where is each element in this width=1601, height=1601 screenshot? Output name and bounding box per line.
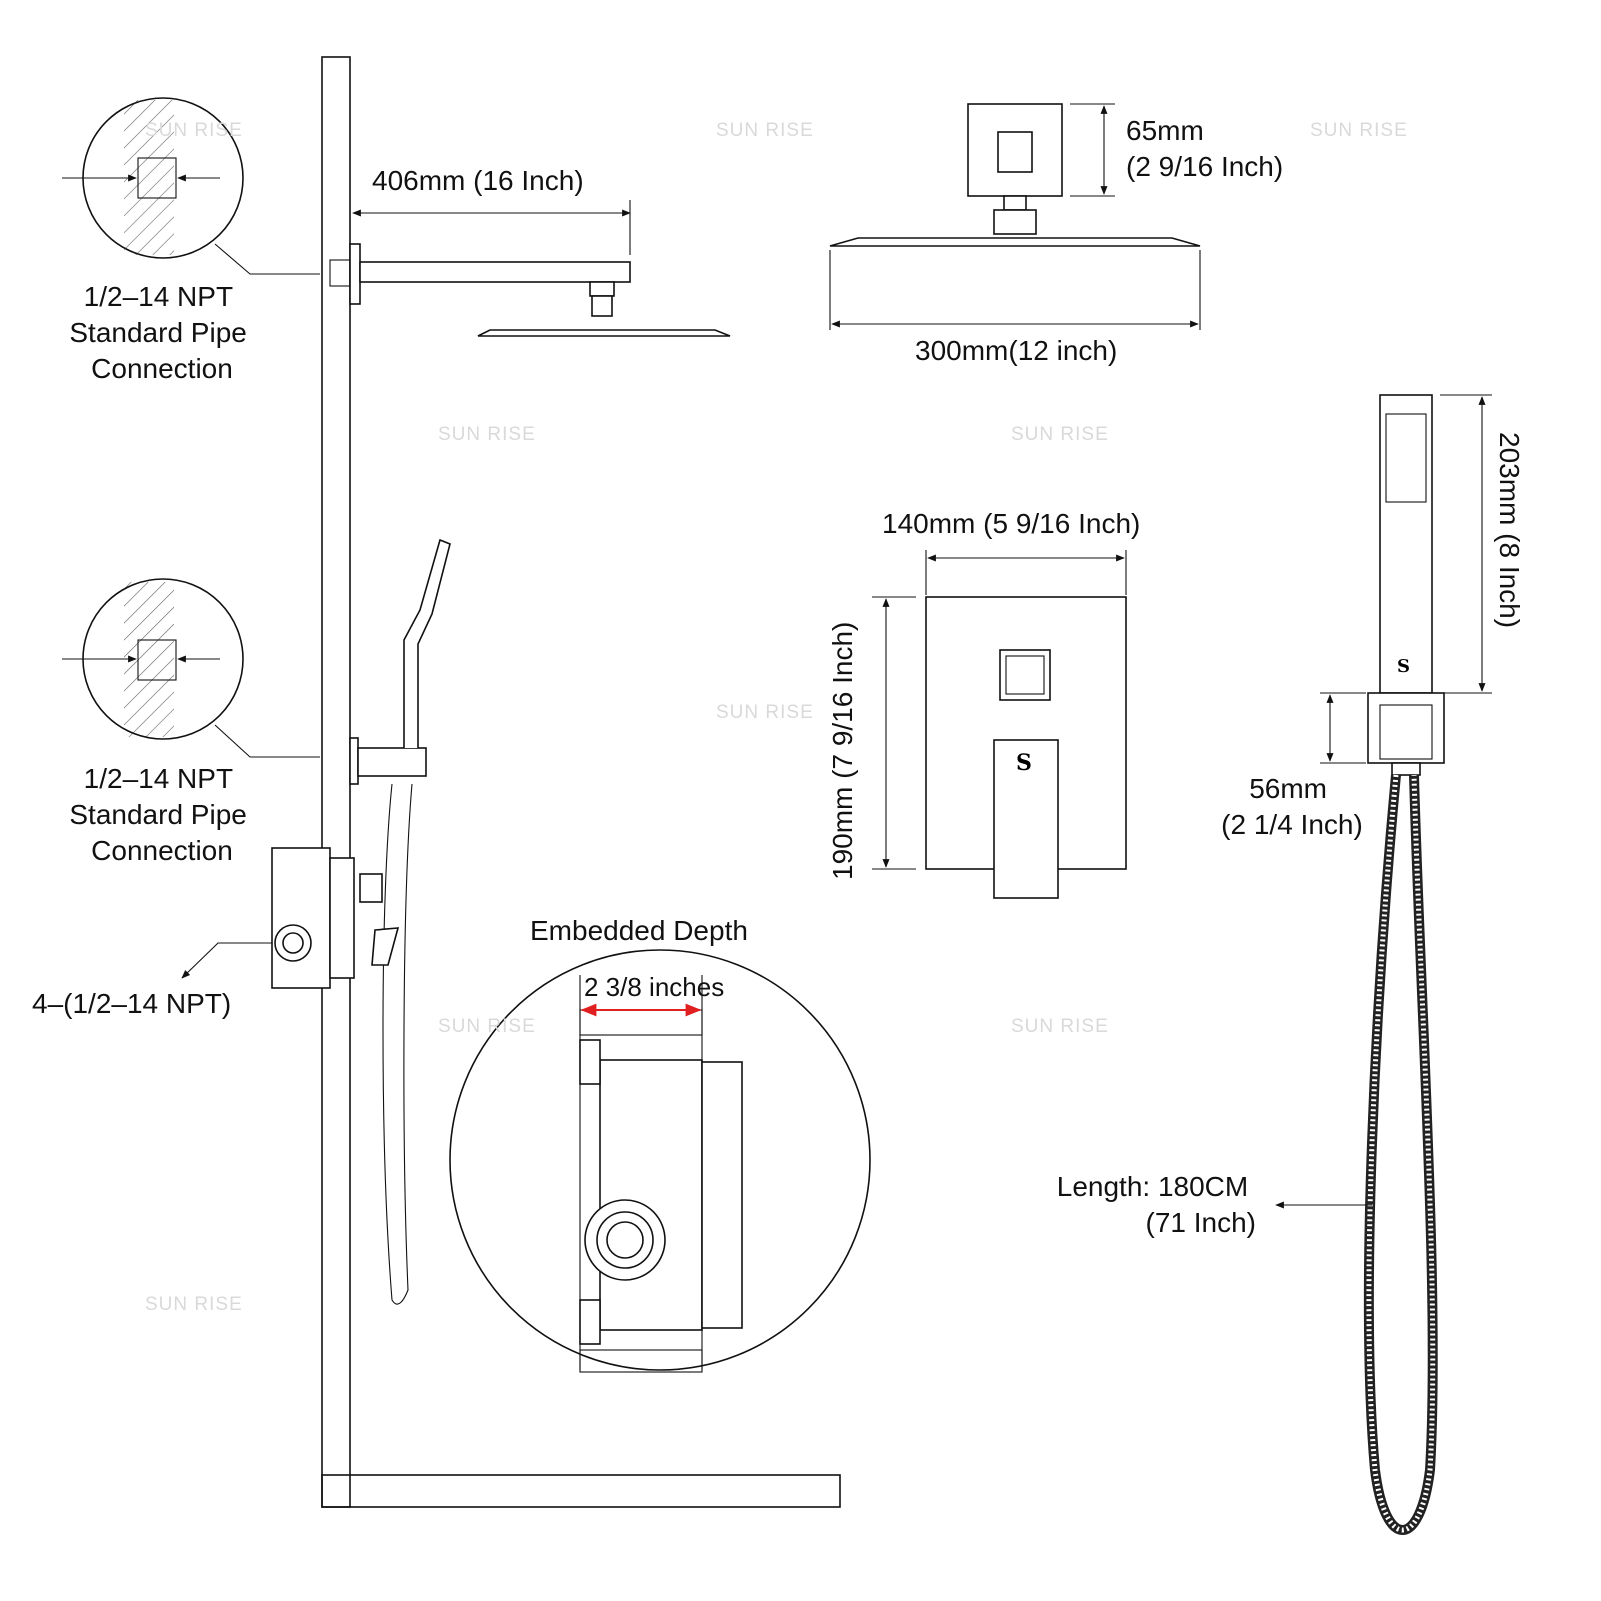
valve-body-side — [181, 847, 400, 989]
svg-text:SUN RISE: SUN RISE — [1011, 1016, 1109, 1037]
svg-text:SUN RISE: SUN RISE — [438, 424, 536, 445]
pipe-connection-mid-label: 1/2–14 NPT Standard Pipe Connection — [69, 763, 254, 866]
handheld-front-view: S — [1275, 394, 1492, 1535]
brand-logo: S — [1016, 750, 1032, 776]
svg-text:SUN RISE: SUN RISE — [1011, 424, 1109, 445]
embedded-depth-detail — [449, 949, 871, 1373]
svg-text:SUN RISE: SUN RISE — [438, 1016, 536, 1037]
hose-length-label: Length: 180CM (71 Inch) — [1057, 1171, 1256, 1238]
arm-length-label: 406mm (16 Inch) — [372, 165, 584, 196]
embedded-depth-value: 2 3/8 inches — [584, 972, 724, 1002]
shower-head-front — [829, 103, 1201, 330]
trim-height-label: 190mm (7 9/16 Inch) — [827, 622, 858, 880]
watermarks: SUN RISE SUN RISE SUN RISE SUN RISE SUN … — [145, 120, 1408, 1315]
shower-arm-side — [329, 200, 731, 337]
head-width-label: 300mm(12 inch) — [915, 335, 1117, 366]
valve-trim-front: S — [872, 550, 1127, 899]
svg-text:SUN RISE: SUN RISE — [145, 120, 243, 141]
head-height-label: 65mm (2 9/16 Inch) — [1126, 115, 1283, 182]
embedded-depth-title: Embedded Depth — [530, 915, 748, 946]
handheld-length-label: 203mm (8 Inch) — [1494, 432, 1525, 628]
trim-width-label: 140mm (5 9/16 Inch) — [882, 508, 1140, 539]
pipe-connection-top-label: 1/2–14 NPT Standard Pipe Connection — [69, 281, 254, 384]
svg-text:SUN RISE: SUN RISE — [716, 702, 814, 723]
svg-text:SUN RISE: SUN RISE — [1310, 120, 1408, 141]
pipe-detail-top — [62, 97, 320, 275]
valve-ports-label: 4–(1/2–14 NPT) — [32, 988, 231, 1019]
svg-text:SUN RISE: SUN RISE — [145, 1294, 243, 1315]
handheld-side-view — [349, 538, 451, 1305]
pipe-detail-mid — [62, 578, 320, 758]
holder-height-label: 56mm (2 1/4 Inch) — [1221, 773, 1363, 840]
svg-text:SUN RISE: SUN RISE — [716, 120, 814, 141]
brand-logo-handheld: S — [1397, 656, 1410, 677]
